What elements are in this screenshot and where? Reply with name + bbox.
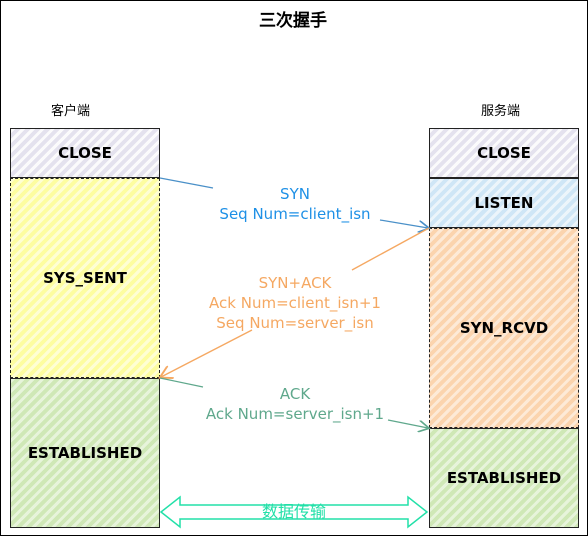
data-transfer-arrow [159,495,429,529]
client-state-established-label: ESTABLISHED [27,444,143,462]
synack-message: SYN+ACK Ack Num=client_isn+1 Seq Num=ser… [190,273,400,333]
client-state-established: ESTABLISHED [10,378,160,528]
client-state-syn-sent: SYS_SENT [10,178,160,378]
server-state-established-label: ESTABLISHED [446,469,562,487]
synack-ack-label: Ack Num=client_isn+1 [209,294,381,312]
syn-seq-label: Seq Num=client_isn [219,205,371,223]
client-state-close-label: CLOSE [58,144,112,162]
data-transfer-label: 数据传输 [261,502,326,521]
ack-message: ACK Ack Num=server_isn+1 [190,384,400,424]
syn-label: SYN [280,185,310,203]
ack-arrow-start [159,377,204,388]
server-state-syn-rcvd-label: SYN_RCVD [459,319,549,337]
ack-arrow-end [387,419,428,428]
ack-label: ACK [279,385,311,403]
server-state-established: ESTABLISHED [429,428,579,528]
server-state-listen: LISTEN [429,178,579,228]
ack-num-label: Ack Num=server_isn+1 [205,405,385,423]
server-state-listen-label: LISTEN [474,194,534,212]
client-state-close: CLOSE [10,128,160,178]
synack-arrow-end [161,329,253,377]
server-state-close-label: CLOSE [477,144,531,162]
diagram-title: 三次握手 [259,11,327,31]
server-label: 服务端 [481,104,521,119]
server-state-close: CLOSE [429,128,579,178]
syn-message: SYN Seq Num=client_isn [200,184,390,224]
syn-arrow-end [379,219,428,228]
synack-seq-label: Seq Num=server_isn [216,314,374,332]
server-state-syn-rcvd: SYN_RCVD [429,228,579,428]
syn-arrow-start [159,177,214,189]
client-state-syn-sent-label: SYS_SENT [43,269,127,287]
synack-label: SYN+ACK [258,274,332,292]
client-label: 客户端 [51,104,91,119]
synack-arrow-start [351,227,430,271]
